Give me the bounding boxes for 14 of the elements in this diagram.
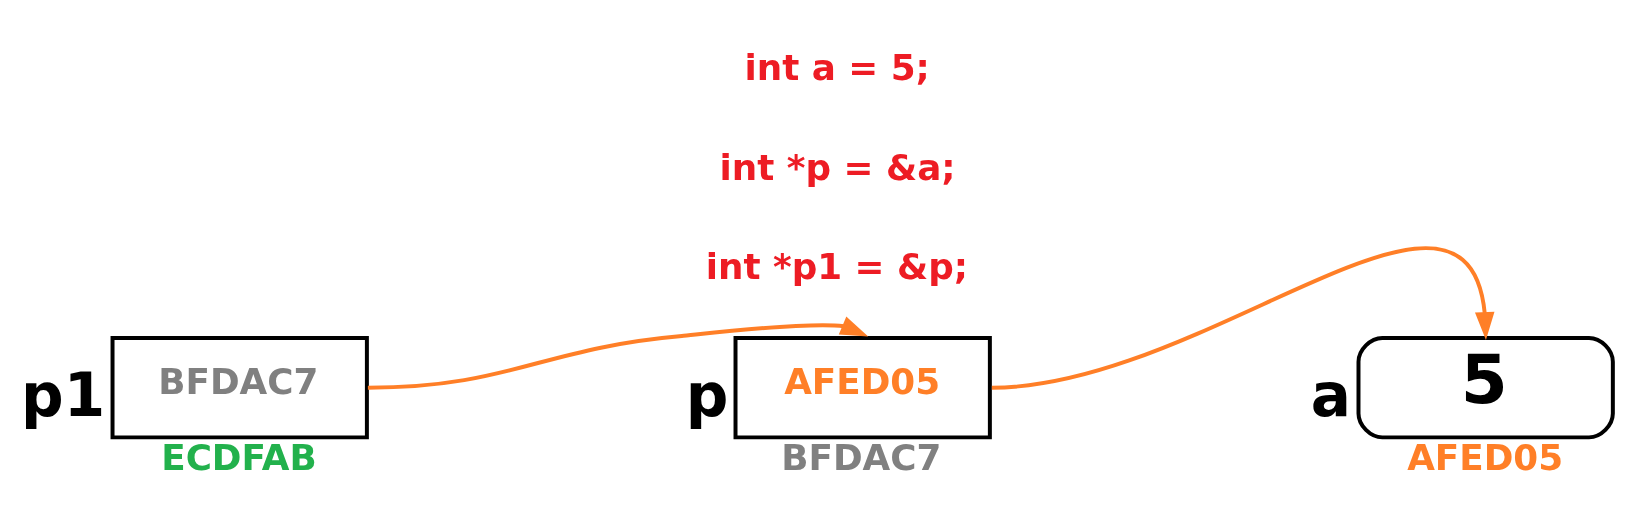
node-label: AFED05 xyxy=(1407,436,1564,478)
node-label: p1 xyxy=(21,360,106,430)
node-label: a xyxy=(1310,360,1352,430)
node-label: BFDAC7 xyxy=(781,436,942,478)
node-label: ECDFAB xyxy=(161,436,317,478)
node-box: BFDAC7 xyxy=(110,335,369,439)
label: int a = 5; xyxy=(744,46,930,88)
label: int *p = &a; xyxy=(719,146,956,188)
node-box: 5 xyxy=(1356,335,1615,439)
arrow xyxy=(367,316,869,390)
node-label: p xyxy=(685,360,729,430)
node-box: AFED05 xyxy=(733,335,992,439)
label: int *p1 = &p; xyxy=(705,245,969,287)
arrow xyxy=(991,245,1495,390)
